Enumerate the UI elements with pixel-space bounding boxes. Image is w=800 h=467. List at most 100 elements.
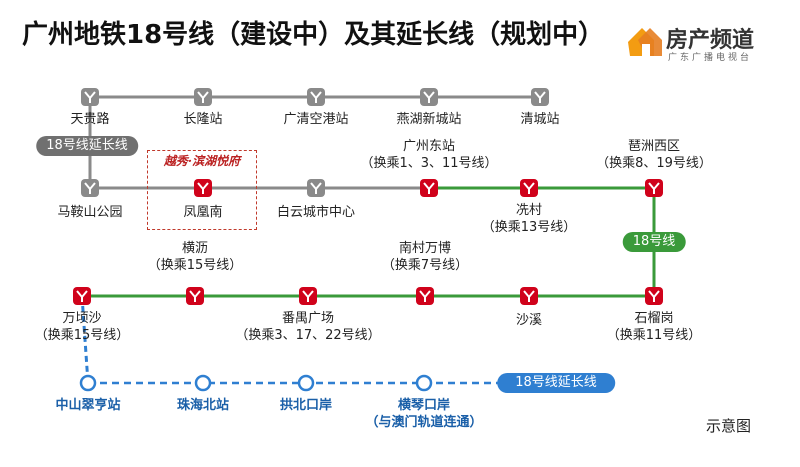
station-label-guangzhoudong: 广州东站 （换乘1、3、11号线）	[360, 138, 497, 172]
station-name: 沙溪	[515, 313, 543, 328]
station-name: 广州东站	[402, 139, 455, 154]
station-marker-guangqing	[307, 88, 325, 106]
house-logo-icon	[628, 28, 662, 56]
station-name: 石榴岗	[634, 311, 674, 326]
station-name: 白云城市中心	[276, 205, 356, 220]
station-transfer: （换乘15号线）	[147, 258, 243, 273]
station-name: 番禺广场	[281, 311, 335, 326]
metro-y-icon	[197, 91, 209, 103]
station-marker-qingcheng	[531, 88, 549, 106]
station-name: 天贵路	[70, 112, 110, 127]
metro-y-icon	[648, 182, 660, 194]
metro-y-icon	[419, 290, 431, 302]
station-label-changlong: 长隆站	[183, 111, 222, 128]
metro-y-icon	[310, 182, 322, 194]
metro-y-icon	[310, 91, 322, 103]
station-label-baiyun: 白云城市中心	[277, 204, 355, 221]
station-transfer: （换乘13号线）	[481, 220, 577, 235]
station-marker-changlong	[194, 88, 212, 106]
station-name: 广清空港站	[283, 112, 349, 127]
metro-y-icon	[534, 91, 546, 103]
station-transfer: （换乘3、17、22号线）	[235, 328, 381, 343]
station-name: 凤凰南	[183, 205, 223, 220]
station-marker-pazhou	[645, 179, 663, 197]
station-name: 中山翠亨站	[55, 398, 121, 413]
station-label-zhongshan: 中山翠亨站	[55, 397, 120, 414]
station-name: 马鞍山公园	[57, 205, 123, 220]
station-transfer: （换乘8、19号线）	[596, 156, 712, 171]
station-label-maanshan: 马鞍山公园	[57, 204, 122, 221]
station-marker-shiliugang	[645, 287, 663, 305]
page-title: 广州地铁18号线（建设中）及其延长线（规划中）	[22, 20, 605, 50]
station-marker-maanshan	[81, 179, 99, 197]
metro-y-icon	[423, 182, 435, 194]
brand-name: 房产频道	[666, 28, 755, 53]
station-marker-tianguilu	[81, 88, 99, 106]
station-label-panyu: 番禺广场 （换乘3、17、22号线）	[235, 310, 380, 344]
metro-y-icon	[84, 91, 96, 103]
brand-subtitle: 广东广播电视台	[668, 53, 753, 63]
station-marker-baiyun	[307, 179, 325, 197]
station-name: 珠海北站	[176, 398, 230, 413]
highlight-box	[147, 150, 257, 230]
station-marker-hengqin	[415, 374, 433, 392]
station-name: 燕湖新城站	[396, 112, 462, 127]
station-marker-xiancun	[520, 179, 538, 197]
station-marker-nancun	[416, 287, 434, 305]
station-label-shiliugang: 石榴岗 （换乘11号线）	[607, 310, 702, 344]
station-marker-hengli	[186, 287, 204, 305]
green-line-label: 18号线	[622, 232, 686, 252]
station-marker-fenghuangnan	[194, 179, 212, 197]
station-name: 横琴口岸	[397, 398, 451, 413]
metro-y-icon	[76, 290, 88, 302]
station-marker-panyu	[299, 287, 317, 305]
station-label-guangqing: 广清空港站	[283, 111, 348, 128]
station-name: 长隆站	[183, 112, 223, 127]
station-label-wanqingsha: 万顷沙 （换乘15号线）	[35, 310, 130, 344]
station-transfer: （与澳门轨道连通）	[365, 415, 483, 430]
station-label-qingcheng: 清城站	[520, 111, 559, 128]
station-label-fenghuangnan: 凤凰南	[183, 204, 222, 221]
station-label-hengli: 横沥 （换乘15号线）	[148, 240, 243, 274]
metro-y-icon	[423, 91, 435, 103]
station-name: 横沥	[181, 241, 209, 256]
metro-y-icon	[197, 182, 209, 194]
metro-y-icon	[523, 182, 535, 194]
station-marker-gongbei	[297, 374, 315, 392]
metro-y-icon	[189, 290, 201, 302]
station-transfer: （换乘15号线）	[34, 328, 130, 343]
station-label-pazhou: 琶洲西区 （换乘8、19号线）	[596, 138, 712, 172]
station-name: 拱北口岸	[279, 398, 333, 413]
metro-y-icon	[648, 290, 660, 302]
station-label-xiancun: 冼村 （换乘13号线）	[482, 202, 577, 236]
blue-line-label: 18号线延长线	[497, 373, 615, 393]
station-transfer: （换乘1、3、11号线）	[360, 156, 498, 171]
schematic-note: 示意图	[706, 417, 752, 435]
station-label-yanhu: 燕湖新城站	[396, 111, 461, 128]
station-marker-guangzhoudong	[420, 179, 438, 197]
station-marker-zhuhaibei	[194, 374, 212, 392]
station-transfer: （换乘11号线）	[606, 328, 702, 343]
station-name: 南村万博	[398, 241, 451, 256]
station-transfer: （换乘7号线）	[381, 258, 469, 273]
station-marker-yanhu	[420, 88, 438, 106]
station-label-shaxi: 沙溪	[516, 312, 542, 329]
station-label-tianguilu: 天贵路	[70, 111, 109, 128]
station-label-zhuhaibei: 珠海北站	[177, 397, 229, 414]
station-name: 冼村	[515, 203, 543, 218]
station-label-hengqin: 横琴口岸 （与澳门轨道连通）	[365, 397, 482, 431]
metro-y-icon	[523, 290, 535, 302]
grey-line-label: 18号线延长线	[36, 136, 138, 156]
station-marker-wanqingsha	[73, 287, 91, 305]
station-label-nancun: 南村万博 （换乘7号线）	[382, 240, 468, 274]
station-marker-shaxi	[520, 287, 538, 305]
blue-line-link	[80, 295, 90, 384]
station-name: 万顷沙	[62, 311, 102, 326]
metro-y-icon	[84, 182, 96, 194]
station-name: 琶洲西区	[627, 139, 681, 154]
metro-y-icon	[302, 290, 314, 302]
station-name: 清城站	[520, 112, 560, 127]
station-marker-zhongshan	[79, 374, 97, 392]
highlight-label: 越秀·滨湖悦府	[163, 154, 241, 168]
